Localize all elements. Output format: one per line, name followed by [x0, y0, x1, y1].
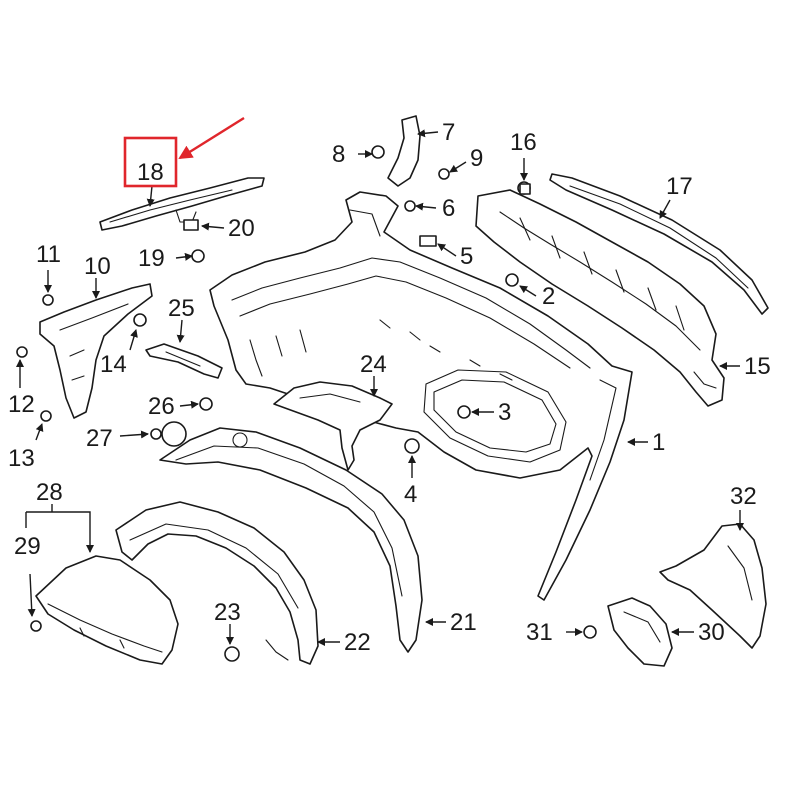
callout-1: 1: [652, 429, 665, 456]
callout-20: 20: [228, 215, 255, 242]
callout-24: 24: [360, 351, 387, 378]
callout-13: 13: [8, 445, 35, 472]
callout-8: 8: [332, 141, 345, 168]
callout-22: 22: [344, 629, 371, 656]
callout-28: 28: [36, 479, 63, 506]
highlight-annotation: [123, 116, 245, 188]
callout-4: 4: [404, 481, 417, 508]
callout-14: 14: [100, 351, 127, 378]
energy-absorber: [475, 189, 725, 407]
callout-29: 29: [14, 533, 41, 560]
callout-7: 7: [442, 119, 455, 146]
callout-2: 2: [542, 283, 555, 310]
callout-32: 32: [730, 483, 757, 510]
callout-19: 19: [138, 245, 165, 272]
callout-31: 31: [526, 619, 553, 646]
callout-9: 9: [470, 145, 483, 172]
side-cover: [659, 523, 767, 649]
callout-5: 5: [460, 243, 473, 270]
upper-bracket-7: [387, 115, 421, 187]
highlight-arrow: [178, 116, 245, 160]
callout-23: 23: [214, 599, 241, 626]
diffuser-panel: [35, 555, 179, 665]
callout-15: 15: [744, 353, 771, 380]
trim-strip: [549, 173, 769, 315]
callout-10: 10: [84, 253, 111, 280]
center-reinforcement-bracket: [99, 177, 265, 231]
callout-17: 17: [666, 173, 693, 200]
lower-trim: [115, 501, 319, 665]
callout-labels: 1 2 3 4 5 6 7 8 9 10 11 12 13 14 15 16 1…: [8, 119, 771, 656]
callout-18: 18: [137, 159, 164, 186]
side-bracket: [39, 283, 153, 419]
callout-16: 16: [510, 129, 537, 156]
callout-27: 27: [86, 425, 113, 452]
corner-deflector: [273, 381, 393, 471]
callout-3: 3: [498, 399, 511, 426]
bumper-cover: [209, 191, 633, 601]
callout-26: 26: [148, 393, 175, 420]
callout-25: 25: [168, 295, 195, 322]
callout-21: 21: [450, 609, 477, 636]
fasteners: [16, 145, 597, 662]
bracket-plate: [145, 343, 223, 379]
leader-lines: [16, 129, 744, 646]
callout-6: 6: [442, 195, 455, 222]
highlight-box: [123, 136, 178, 188]
callout-12: 12: [8, 391, 35, 418]
callout-30: 30: [698, 619, 725, 646]
callout-11: 11: [36, 241, 61, 268]
lower-valance: [159, 427, 423, 653]
bracket-30: [607, 597, 673, 667]
